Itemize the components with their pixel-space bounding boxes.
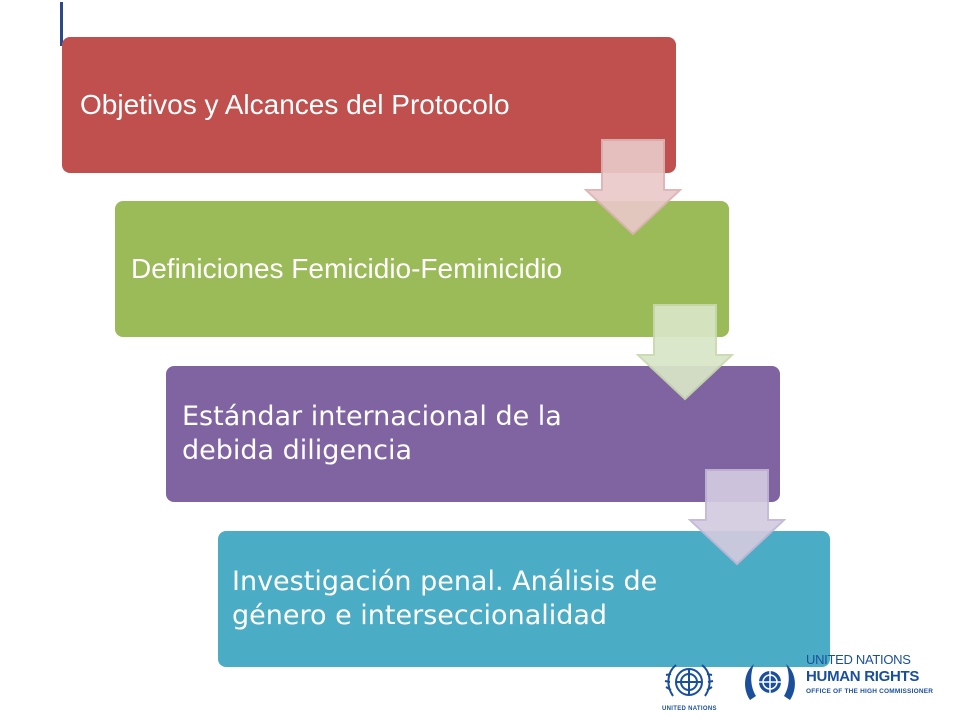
ohchr-emblem-icon bbox=[745, 664, 795, 700]
ohchr-line1: UNITED NATIONS bbox=[806, 652, 911, 667]
down-arrow-icon bbox=[636, 304, 734, 401]
step-investigacion: Investigación penal. Análisis de género … bbox=[218, 531, 830, 667]
step-label: Definiciones Femicidio-Feminicidio bbox=[131, 253, 563, 284]
step-label: Estándar internacional de la debida dili… bbox=[182, 401, 562, 466]
ohchr-line3: OFFICE OF THE HIGH COMMISSIONER bbox=[806, 688, 934, 695]
step-objetivos: Objetivos y Alcances del Protocolo bbox=[62, 37, 676, 173]
down-arrow-icon bbox=[688, 469, 786, 566]
un-emblem-icon bbox=[664, 664, 714, 697]
footer-logos: UNITED NATIONS UNITED NATIONS HUMAN RIGH… bbox=[660, 648, 960, 720]
ohchr-line2: HUMAN RIGHTS bbox=[806, 668, 920, 685]
step-label: Investigación penal. Análisis de género … bbox=[232, 566, 658, 631]
un-caption: UNITED NATIONS bbox=[662, 706, 717, 712]
down-arrow-icon bbox=[584, 139, 682, 236]
accent-line bbox=[60, 2, 63, 46]
step-label: Objetivos y Alcances del Protocolo bbox=[80, 89, 510, 120]
